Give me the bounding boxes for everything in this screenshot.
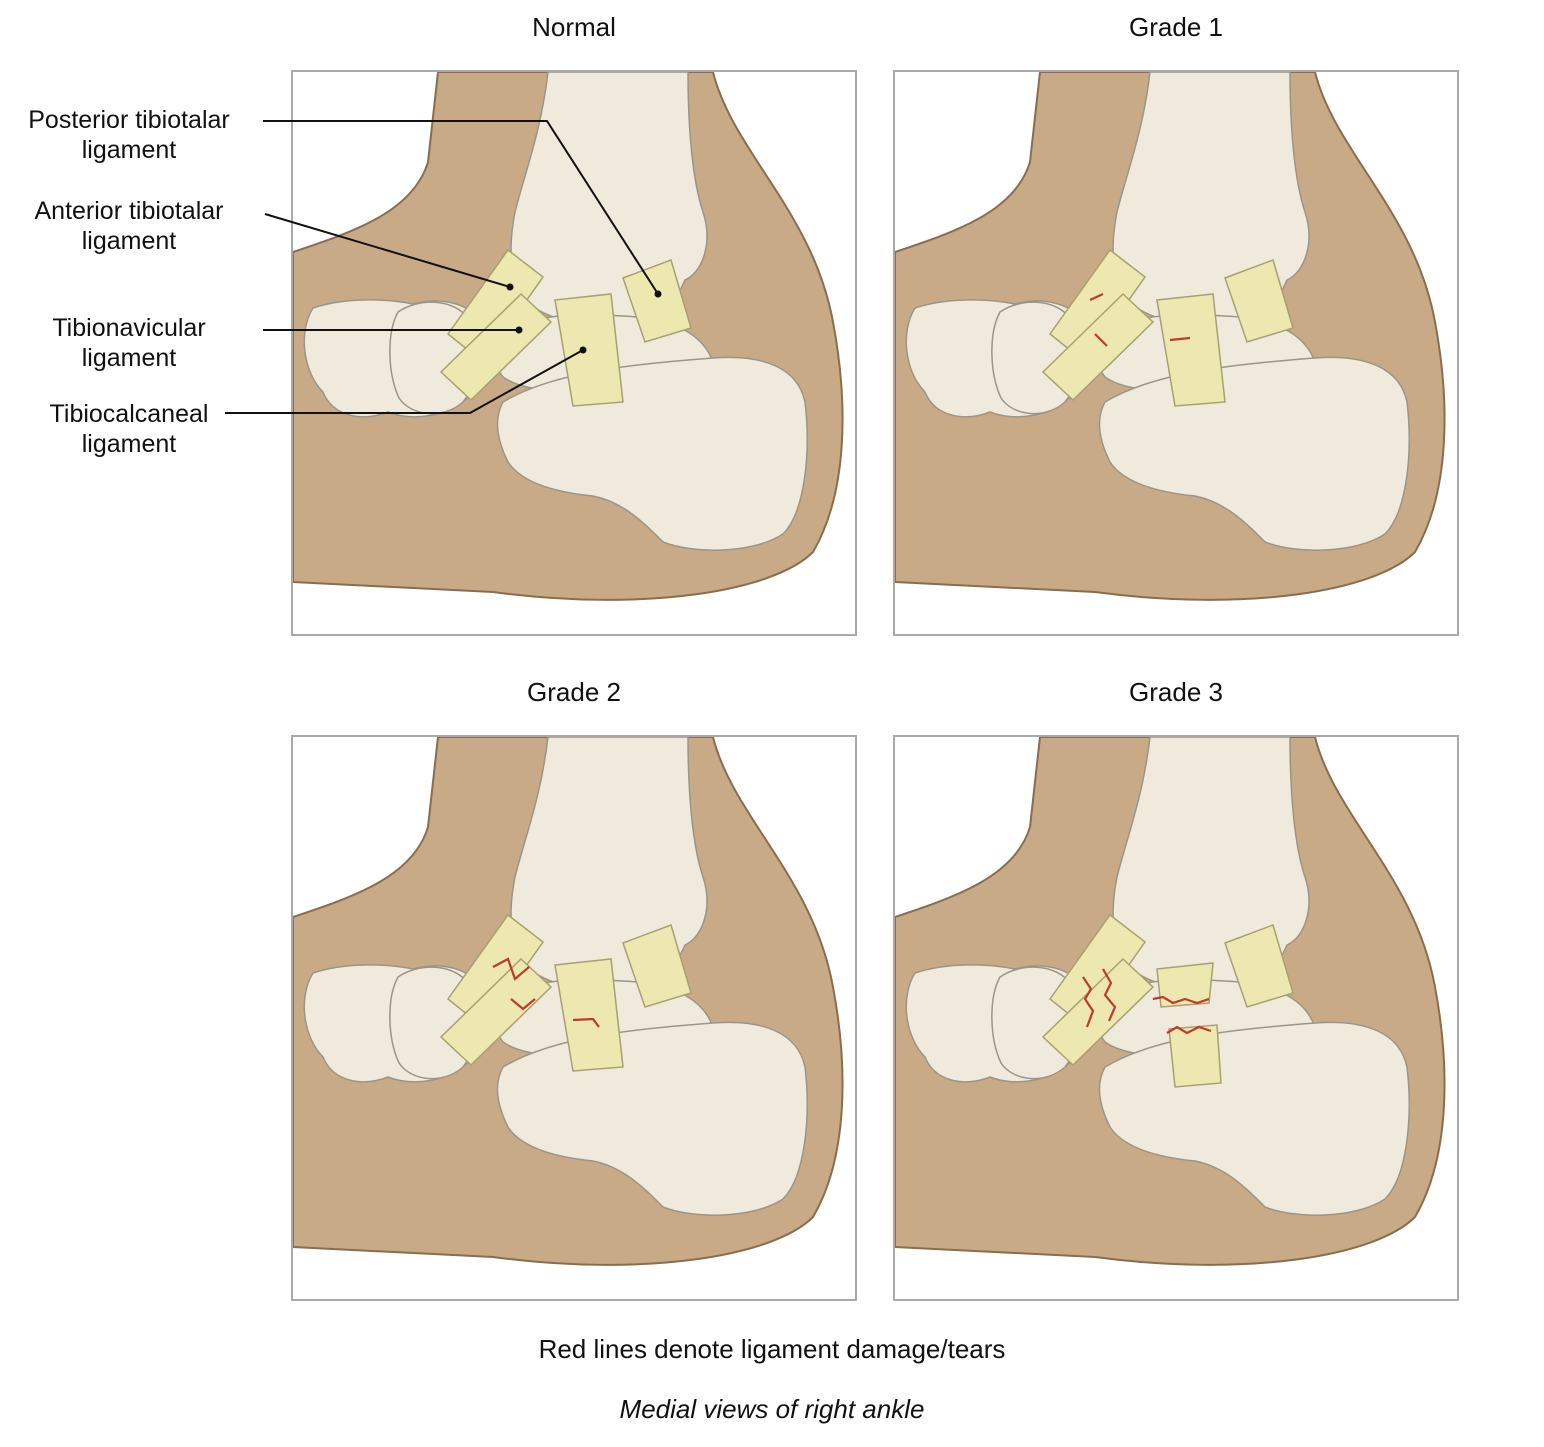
tear-line: [1166, 1025, 1212, 1035]
panel-title-grade-1: Grade 1: [1129, 12, 1223, 42]
tear-line: [1169, 336, 1191, 342]
tear-line: [1089, 293, 1104, 301]
label-posterior-tibiotalar-line2: ligament: [81, 136, 177, 164]
panel-title-grade-2: Grade 2: [527, 677, 621, 707]
label-tibiocalcaneal: Tibiocalcaneal ligament: [8, 399, 250, 459]
tear-line: [510, 998, 536, 1011]
tibiocalcaneal-ligament-lower: [1168, 1024, 1222, 1088]
tear-line: [1082, 976, 1095, 1028]
tear-line: [1094, 333, 1108, 347]
label-posterior-tibiotalar: Posterior tibiotalar ligament: [8, 105, 250, 165]
panel-title-grade-3: Grade 3: [1129, 677, 1223, 707]
tibiocalcaneal-ligament: [554, 958, 624, 1072]
tibionavicular-ligament: [1041, 292, 1155, 402]
subcaption: Medial views of right ankle: [619, 1394, 925, 1424]
label-tibiocalcaneal-line1: Tibiocalcaneal: [49, 400, 209, 428]
posterior-tibiotalar-ligament: [622, 924, 692, 1008]
tibionavicular-ligament: [439, 957, 553, 1067]
panel-grade-1: [893, 70, 1459, 636]
tear-line: [1152, 995, 1210, 1005]
label-anterior-tibiotalar-line1: Anterior tibiotalar: [34, 197, 224, 225]
posterior-tibiotalar-ligament: [1224, 259, 1294, 343]
label-tibionavicular-line1: Tibionavicular: [52, 314, 206, 342]
tear-line: [572, 1017, 600, 1028]
label-anterior-tibiotalar-line2: ligament: [81, 227, 177, 255]
label-tibionavicular: Tibionavicular ligament: [8, 313, 250, 373]
panel-normal: [291, 70, 857, 636]
panel-title-normal: Normal: [532, 12, 616, 42]
label-tibionavicular-line2: ligament: [81, 344, 177, 372]
tibiocalcaneal-ligament: [1156, 293, 1226, 407]
posterior-tibiotalar-ligament: [1224, 924, 1294, 1008]
label-posterior-tibiotalar-line1: Posterior tibiotalar: [28, 106, 230, 134]
label-tibiocalcaneal-line2: ligament: [81, 430, 177, 458]
tibionavicular-ligament: [1041, 957, 1155, 1067]
label-anterior-tibiotalar: Anterior tibiotalar ligament: [8, 196, 250, 256]
panel-grade-3: [893, 735, 1459, 1301]
tear-line: [1102, 968, 1117, 1022]
caption: Red lines denote ligament damage/tears: [538, 1334, 1006, 1364]
tear-line: [492, 957, 530, 981]
tibiocalcaneal-ligament-upper: [1156, 962, 1214, 1008]
panel-grade-2: [291, 735, 857, 1301]
